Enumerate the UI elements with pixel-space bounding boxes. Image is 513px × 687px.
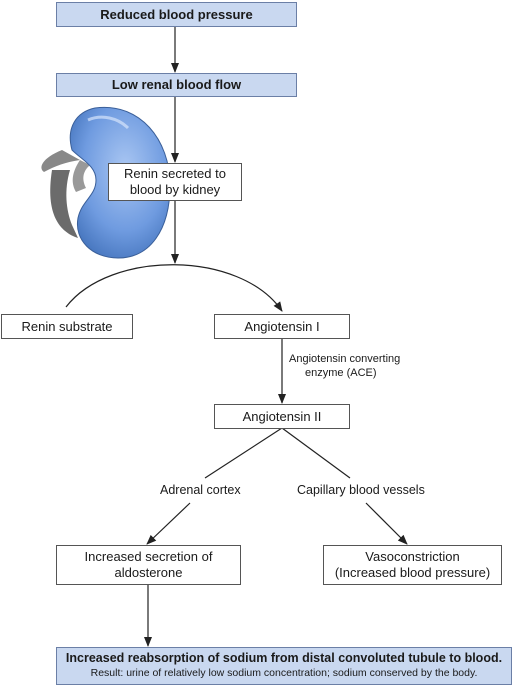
angiotensin-2-label: Angiotensin II bbox=[242, 408, 322, 424]
angiotensin-1-box: Angiotensin I bbox=[214, 314, 350, 339]
vasoconstriction-line2: (Increased blood pressure) bbox=[334, 565, 491, 580]
arrow-substrate-to-angiotensin1 bbox=[65, 264, 283, 312]
renin-secreted-box: Renin secreted to blood by kidney bbox=[108, 163, 242, 201]
vasoconstriction-box: Vasoconstriction (Increased blood pressu… bbox=[323, 545, 502, 585]
reduced-blood-pressure-box: Reduced blood pressure bbox=[56, 2, 297, 27]
branch-line-right bbox=[281, 427, 351, 479]
final-result-box: Increased reabsorption of sodium from di… bbox=[56, 647, 512, 685]
final-result-sub: Result: urine of relatively low sodium c… bbox=[90, 667, 478, 679]
aldosterone-line1: Increased secretion of bbox=[84, 549, 213, 564]
vasoconstriction-line1: Vasoconstriction bbox=[365, 549, 460, 564]
ace-line2: enzyme (ACE) bbox=[305, 367, 377, 379]
ace-line1: Angiotensin converting bbox=[289, 353, 401, 365]
low-renal-blood-flow-box: Low renal blood flow bbox=[56, 73, 297, 97]
final-result-main: Increased reabsorption of sodium from di… bbox=[65, 651, 503, 665]
low-renal-blood-flow-label: Low renal blood flow bbox=[111, 77, 242, 92]
renin-secreted-line2: blood by kidney bbox=[129, 182, 221, 197]
adrenal-cortex-label: Adrenal cortex bbox=[160, 483, 241, 497]
angiotensin-1-label: Angiotensin I bbox=[244, 318, 320, 334]
branch-line-left bbox=[204, 427, 283, 479]
arrow-adrenal-to-aldosterone bbox=[146, 502, 191, 545]
aldosterone-box: Increased secretion of aldosterone bbox=[56, 545, 241, 585]
aldosterone-line2: aldosterone bbox=[114, 565, 183, 580]
arrow-capillary-to-vasoconstriction bbox=[365, 502, 408, 545]
reduced-blood-pressure-label: Reduced blood pressure bbox=[100, 6, 253, 22]
renin-substrate-box: Renin substrate bbox=[1, 314, 133, 339]
capillary-blood-vessels-label: Capillary blood vessels bbox=[297, 483, 425, 497]
renin-substrate-label: Renin substrate bbox=[21, 318, 113, 334]
angiotensin-2-box: Angiotensin II bbox=[214, 404, 350, 429]
ace-label: Angiotensin converting enzyme (ACE) bbox=[289, 352, 400, 380]
renin-secreted-line1: Renin secreted to bbox=[124, 166, 226, 181]
